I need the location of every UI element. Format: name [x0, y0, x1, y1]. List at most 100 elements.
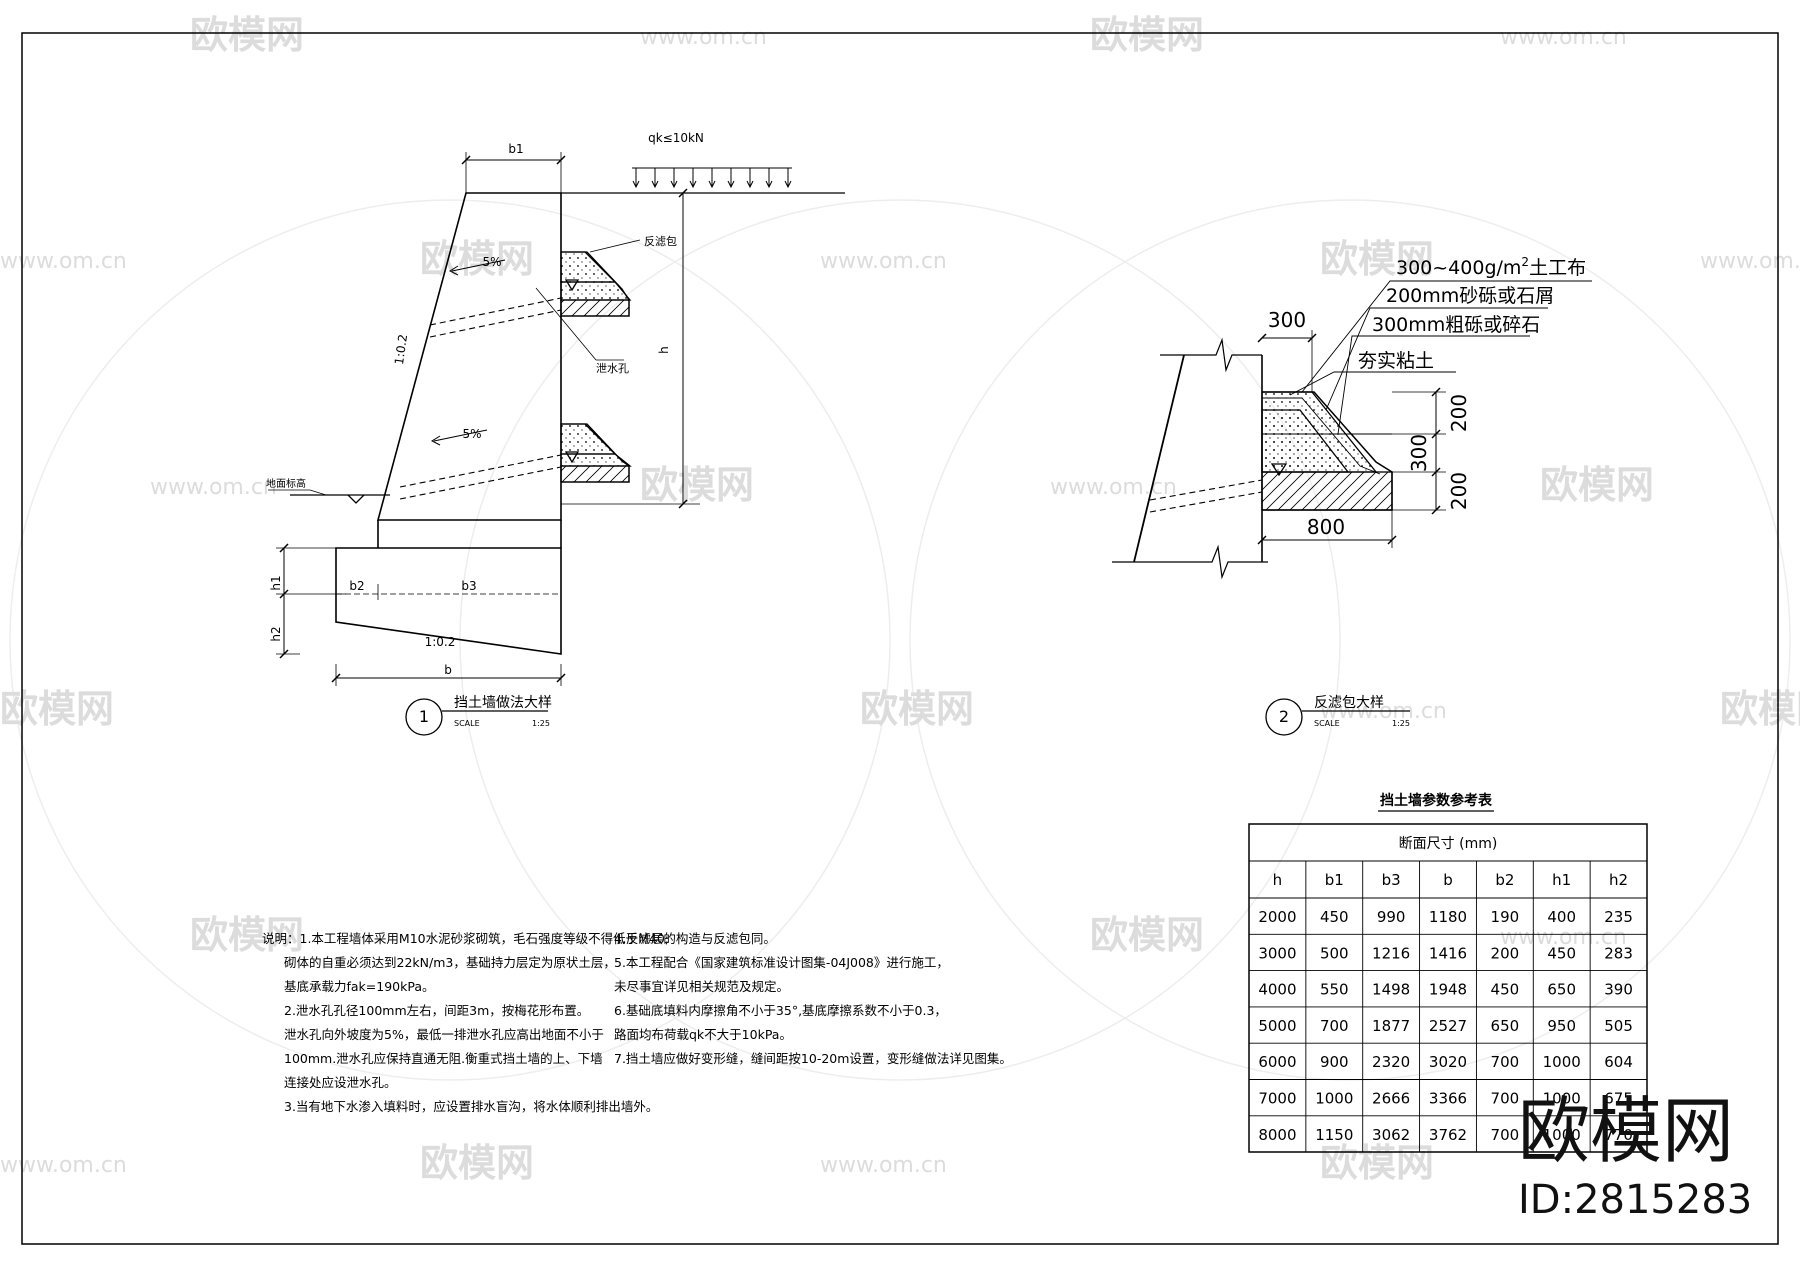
table-column-header: b3 [1382, 871, 1401, 889]
note-line: 3.当有地下水渗入填料时，应设置排水盲沟，将水体顺利排出墙外。 [284, 1099, 658, 1114]
break-line [1184, 337, 1262, 373]
slope-arrow [433, 429, 488, 442]
load-arrow-head [784, 180, 792, 189]
filter-pack-labels: 300~400g/m2土工布 200mm砂砾或石屑 300mm粗砾或碎石 夯实粘… [1268, 255, 1586, 728]
table-cell: 1000 [1315, 1090, 1353, 1108]
table-cell: 235 [1604, 908, 1633, 926]
ground-level-symbol [347, 494, 365, 504]
table-cell: 2000 [1258, 908, 1296, 926]
table-cell: 450 [1547, 944, 1576, 962]
table-column-header: h [1273, 871, 1283, 889]
table-cell: 700 [1491, 1126, 1520, 1144]
table-cell: 2666 [1372, 1090, 1410, 1108]
table-cell: 5000 [1258, 1017, 1296, 1035]
watermark-layer: 欧模网 欧模网 www.om.cn www.om.cn 欧模网 欧模网 www.… [0, 13, 1800, 1185]
watermark-site: www.om.cn [1500, 25, 1627, 50]
layer-coarse-gravel: 300mm粗砾或碎石 [1372, 314, 1540, 336]
load-arrow-head [765, 180, 773, 189]
dim-b1-label: b1 [508, 142, 523, 156]
detail-title: 挡土墙做法大样 [454, 695, 552, 711]
table-cell: 450 [1491, 981, 1520, 999]
table-cell: 2527 [1429, 1017, 1467, 1035]
wall-foundation [335, 547, 562, 655]
table-cell: 550 [1320, 981, 1349, 999]
detail-number-bubble [1265, 698, 1303, 736]
surface-load-arrows [632, 167, 792, 189]
layer-clay: 夯实粘土 [1358, 350, 1434, 372]
detail-number: 1 [419, 707, 429, 726]
note-line: 4.反滤层的构造与反滤包同。 [614, 931, 776, 946]
load-arrow-head [708, 180, 716, 189]
table-cell: 1180 [1429, 908, 1467, 926]
sheet-border [21, 32, 1779, 1245]
ground-level-label: 地面标高 [266, 477, 306, 490]
filter-pack-upper [560, 251, 632, 317]
table-cell: 2320 [1372, 1053, 1410, 1071]
table-cell: 190 [1491, 908, 1520, 926]
table-cell: 1216 [1372, 944, 1410, 962]
table-cell: 604 [1604, 1053, 1633, 1071]
table-column-header: b [1443, 871, 1453, 889]
scale-label: SCALE [1314, 719, 1340, 728]
dim-300-top: 300 [1268, 308, 1306, 332]
table-cell: 200 [1491, 944, 1520, 962]
table-title: 挡土墙参数参考表 [1380, 792, 1493, 809]
table-cell: 4000 [1258, 981, 1296, 999]
table-cell: 1150 [1315, 1126, 1353, 1144]
table-cell: 7000 [1258, 1090, 1296, 1108]
table-cell: 500 [1320, 944, 1349, 962]
drain-slope-upper: 5% [482, 255, 501, 269]
note-line: 2.泄水孔孔径100mm左右，间距3m，按梅花形布置。 [284, 1003, 589, 1018]
note-line: 5.本工程配合《国家建筑标准设计图集-04J008》进行施工， [614, 955, 949, 970]
watermark-logo: 欧模网 [1540, 463, 1654, 507]
dim-300-vertical: 300 [1407, 434, 1431, 472]
watermark-arcs [9, 199, 1791, 1081]
table-cell: 990 [1377, 908, 1406, 926]
dim-b-label: b [444, 663, 452, 677]
filter-pack-callout: 反滤包 [644, 235, 677, 248]
watermark-logo: 欧模网 [420, 1141, 534, 1185]
dim-h1-label: h1 [269, 575, 283, 590]
brand-id: ID:2815283 [1518, 1177, 1752, 1223]
wall-face [1133, 354, 1185, 563]
load-arrow-head [632, 180, 640, 189]
drain-pipes [399, 297, 562, 500]
watermark-logo: 欧模网 [190, 913, 304, 957]
scale-value: 1:25 [1392, 719, 1410, 728]
table-cell: 770 [1604, 1126, 1633, 1144]
slope-arrow [451, 259, 506, 272]
table-cell: 650 [1491, 1017, 1520, 1035]
detail-number-bubble [405, 698, 443, 736]
table-group-header: 断面尺寸 (mm) [1399, 836, 1498, 852]
table-cell: 900 [1320, 1053, 1349, 1071]
table-cell: 8000 [1258, 1126, 1296, 1144]
drain-hole-callout: 泄水孔 [596, 362, 629, 375]
watermark-logo: 欧模网 [1320, 1141, 1434, 1185]
note-line: 基底承载力fak=190kPa。 [284, 979, 435, 994]
table-cell: 1877 [1372, 1017, 1410, 1035]
drain-slope-lower: 5% [462, 427, 481, 441]
table-cell: 3366 [1429, 1090, 1467, 1108]
scale-label: SCALE [454, 719, 480, 728]
note-line: 泄水孔向外坡度为5%，最低一排泄水孔应高出地面不小于 [284, 1027, 604, 1042]
load-arrow-head [727, 180, 735, 189]
load-arrow-head [689, 180, 697, 189]
layer-geotextile: 300~400g/m2土工布 [1396, 255, 1586, 279]
watermark-site: www.om.cn [0, 249, 127, 274]
watermark-logo: 欧模网 [640, 463, 754, 507]
watermark-site: www.om.cn [1500, 925, 1627, 950]
watermark-site: www.om.cn [1050, 475, 1177, 500]
note-line: 7.挡土墙应做好变形缝，缝间距按10-20m设置，变形缝做法详见图集。 [614, 1051, 1012, 1066]
watermark-logo: 欧模网 [860, 687, 974, 731]
dim-b3-label: b3 [461, 579, 476, 593]
dim-h-label: h [657, 346, 671, 354]
watermark-site: www.om.cn [640, 25, 767, 50]
note-line: 路面均布荷载qk不大于10kPa。 [614, 1027, 792, 1042]
filter-pack-detail [1112, 280, 1592, 736]
load-arrow-head [746, 180, 754, 189]
table-cell: 650 [1547, 981, 1576, 999]
table-cell: 400 [1547, 908, 1576, 926]
dim-800: 800 [1307, 515, 1345, 539]
